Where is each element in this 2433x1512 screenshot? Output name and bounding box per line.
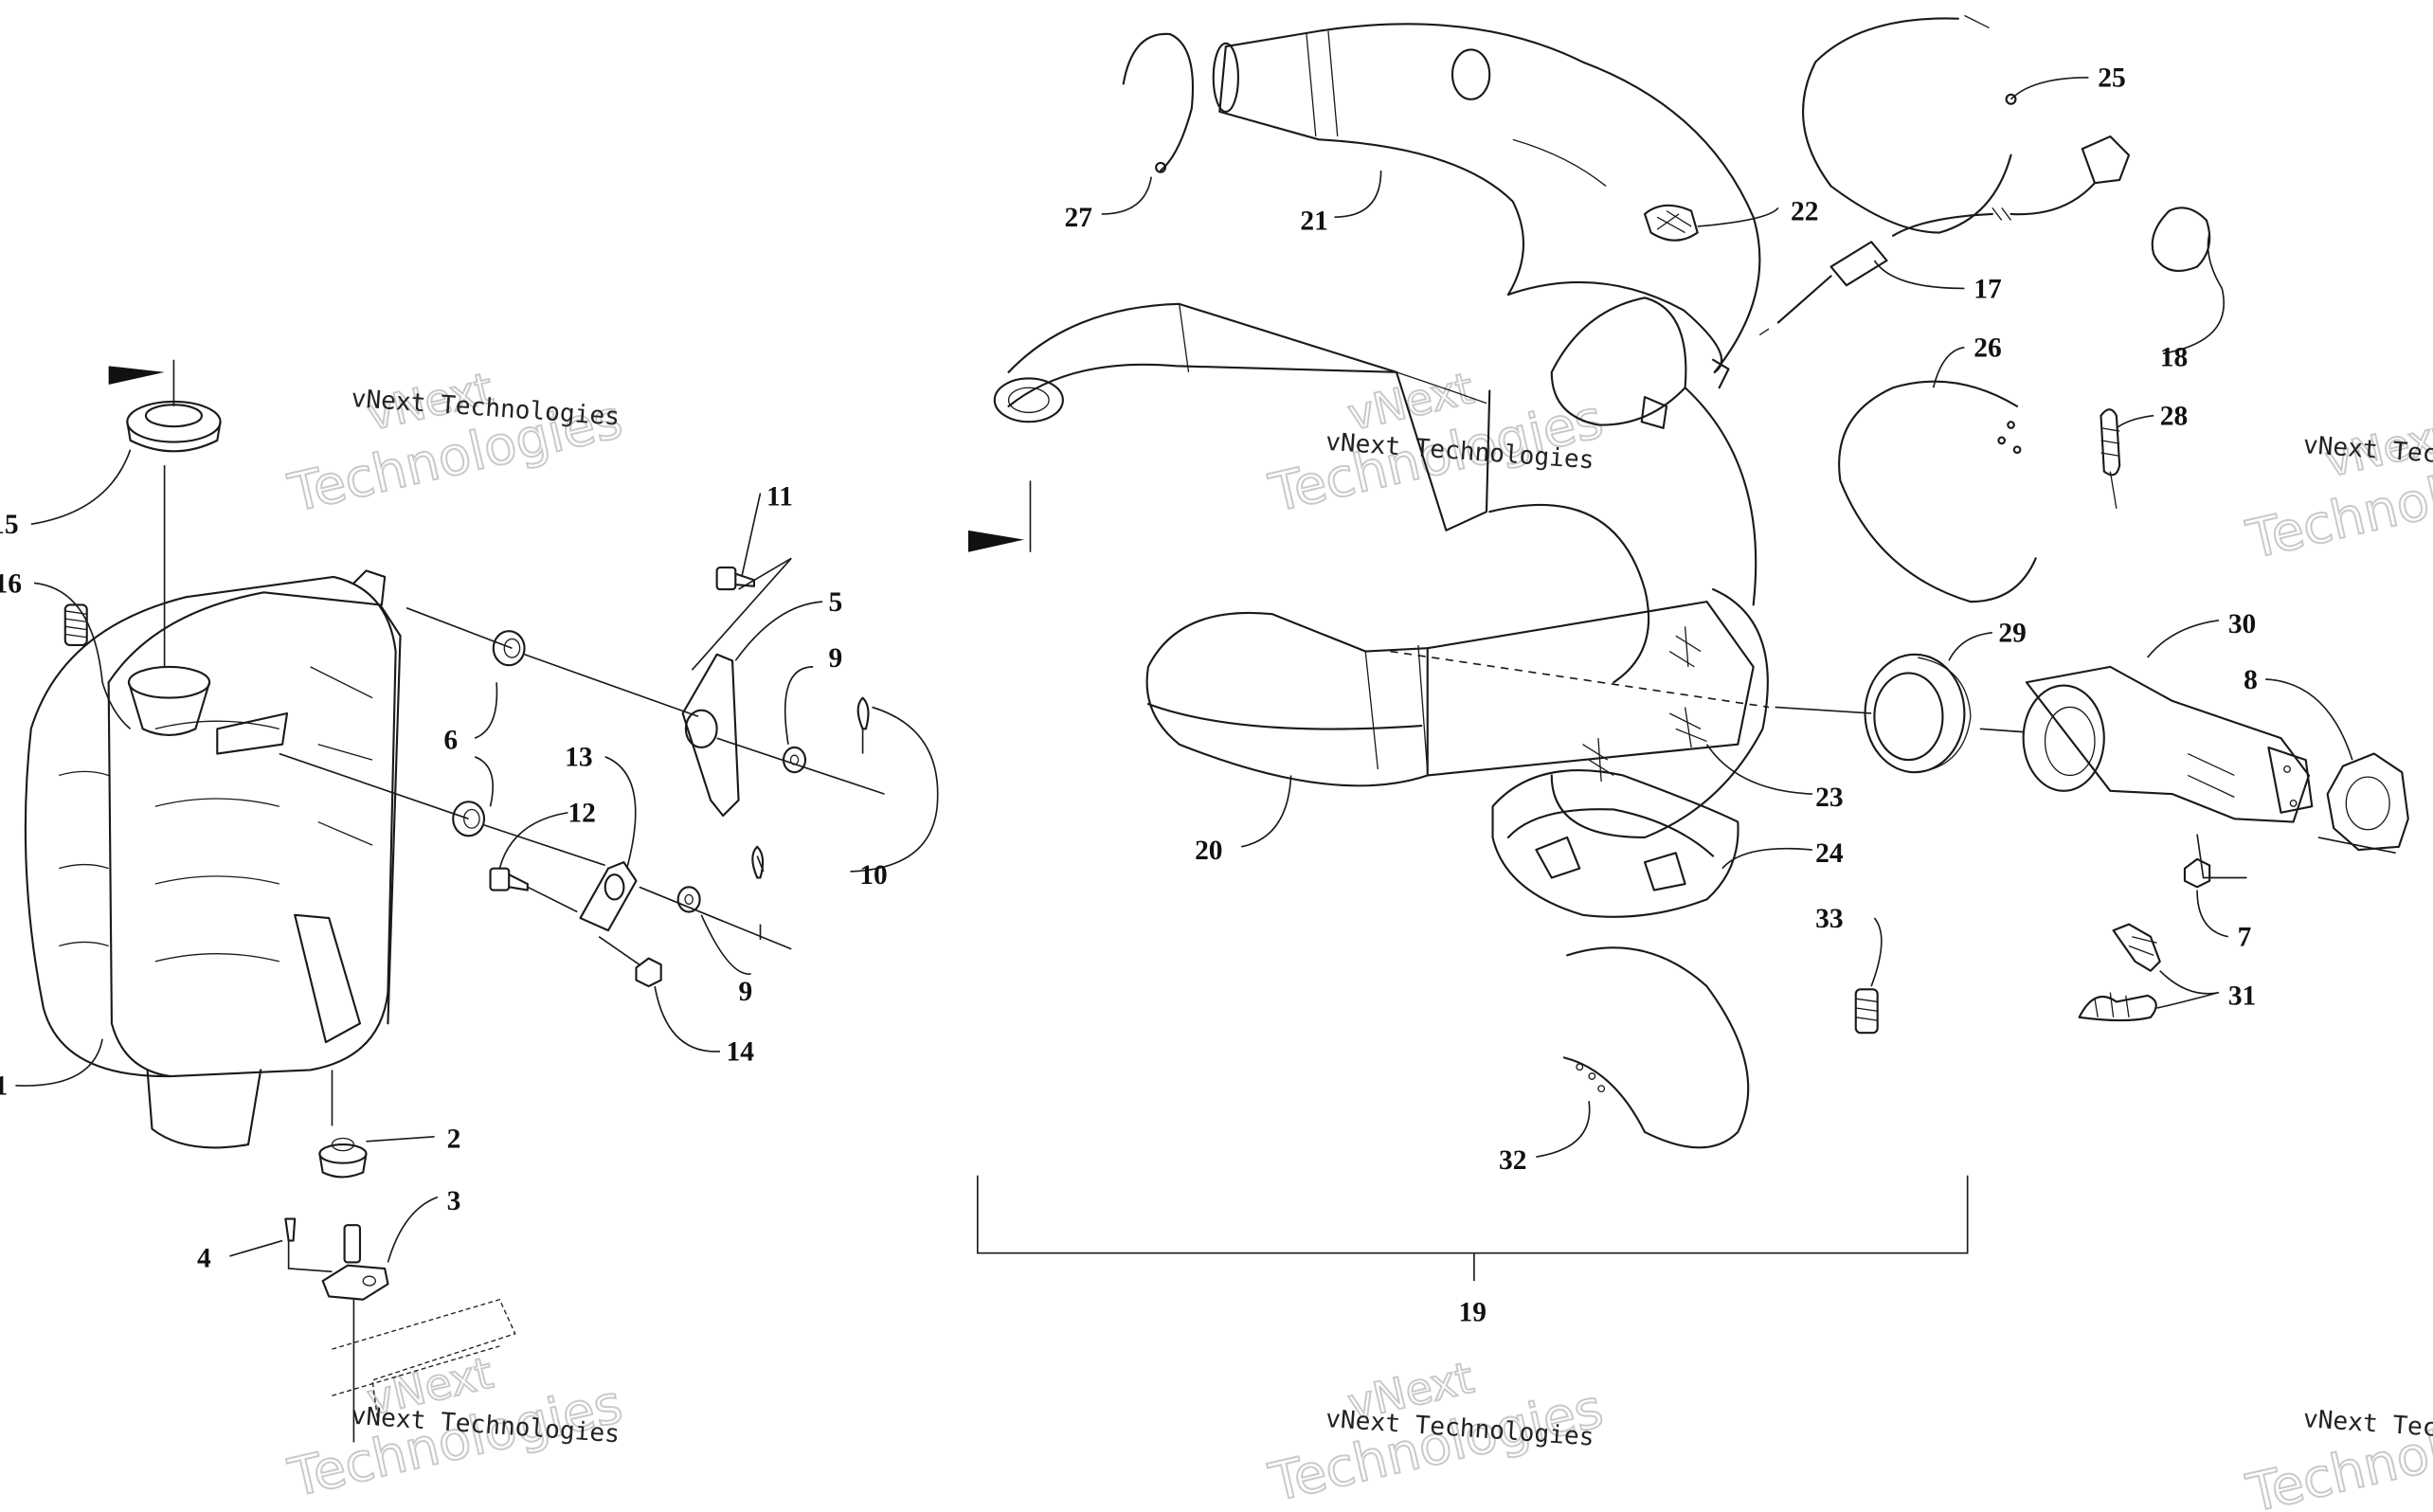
watermark-1: vNext Technologies [282,361,629,526]
part-17-sensor [1758,135,2131,336]
part-9-washer-upper [783,746,807,774]
callout-23: 23 [1815,783,1843,813]
direction-flag-icon [967,530,1024,552]
callout-14: 14 [726,1037,754,1068]
callout-9-lower: 9 [739,977,753,1007]
part-6-bushing-upper [492,630,526,667]
callout-30: 30 [2228,609,2256,639]
part-2-grommet [318,1137,368,1179]
part-9-washer-lower [676,886,701,913]
callout-6: 6 [443,726,458,756]
leader-lines [15,77,2353,1263]
callout-17: 17 [1973,274,2002,304]
callout-32: 32 [1499,1145,1526,1176]
callout-11: 11 [766,482,793,513]
part-14-nut [635,957,662,988]
part-1-muffler [24,569,402,1149]
callout-3: 3 [447,1186,461,1216]
callout-8: 8 [2244,665,2258,695]
callout-13: 13 [565,743,592,773]
part-12-bolt [489,867,529,891]
part-22-decal [1643,204,1699,242]
callout-27: 27 [1065,203,1093,233]
part-4-screw [284,1217,297,1242]
part-20-pipe-elbow [1145,601,1755,787]
watermark-3: vNext Technologies [2241,407,2433,572]
part-10-pin-upper [856,696,870,754]
part-30-manifold [2022,665,2314,823]
callout-28: 28 [2160,402,2188,432]
callout-31: 31 [2228,981,2256,1012]
callout-24: 24 [1815,838,1844,869]
group-bracket-19 [976,1175,1969,1254]
part-23-heat-shield [1550,587,1769,839]
part-33-spring [1854,988,1879,1035]
part-15-grommet [126,400,222,453]
part-10-pin-lower [751,845,765,940]
part-24-guard [1491,769,1739,918]
callout-22: 22 [1791,196,1818,226]
part-5-bracket [681,653,740,818]
pipe-assembly [967,14,2409,1282]
callout-1: 1 [0,1071,8,1102]
part-21-expansion-chamber [993,23,1761,684]
direction-flag-icon [108,366,165,385]
callout-labels: 15 16 1 2 3 4 6 5 9 9 10 11 12 13 14 27 … [0,63,2258,1328]
muffler-assembly [24,359,885,1443]
part-8-gasket [2326,752,2409,852]
part-28-spring [2100,408,2121,510]
part-32-clamp [1562,946,1750,1149]
callout-21: 21 [1300,206,1327,236]
part-18-clip [2151,207,2211,272]
callout-18: 18 [2160,342,2188,372]
part-29-seal [1864,653,1972,774]
callout-7: 7 [2238,923,2252,953]
callout-26: 26 [1973,333,2001,363]
callout-9-upper: 9 [829,643,843,674]
callout-19: 19 [1458,1298,1486,1328]
part-26-clamp [1838,380,2037,603]
part-11-bolt [715,567,756,591]
callout-4: 4 [197,1243,211,1273]
part-31-springs [2078,923,2161,1022]
part-7-nut [2183,857,2211,889]
part-16-spring [63,603,88,647]
callout-12: 12 [568,799,595,829]
part-13-bracket [579,861,638,932]
frame-section [332,1298,516,1428]
part-27-clamp [1122,32,1195,173]
part-25-clamp [1802,14,2017,234]
callout-16: 16 [0,568,22,599]
callout-29: 29 [1998,619,2026,649]
callout-25: 25 [2098,63,2125,94]
part-6-bushing-lower [452,801,486,837]
callout-2: 2 [447,1124,461,1154]
callout-33: 33 [1815,904,1843,934]
callout-15: 15 [0,510,19,540]
callout-20: 20 [1195,836,1222,866]
callout-10: 10 [859,860,887,891]
part-3-stud [321,1224,389,1301]
callout-5: 5 [829,587,843,618]
